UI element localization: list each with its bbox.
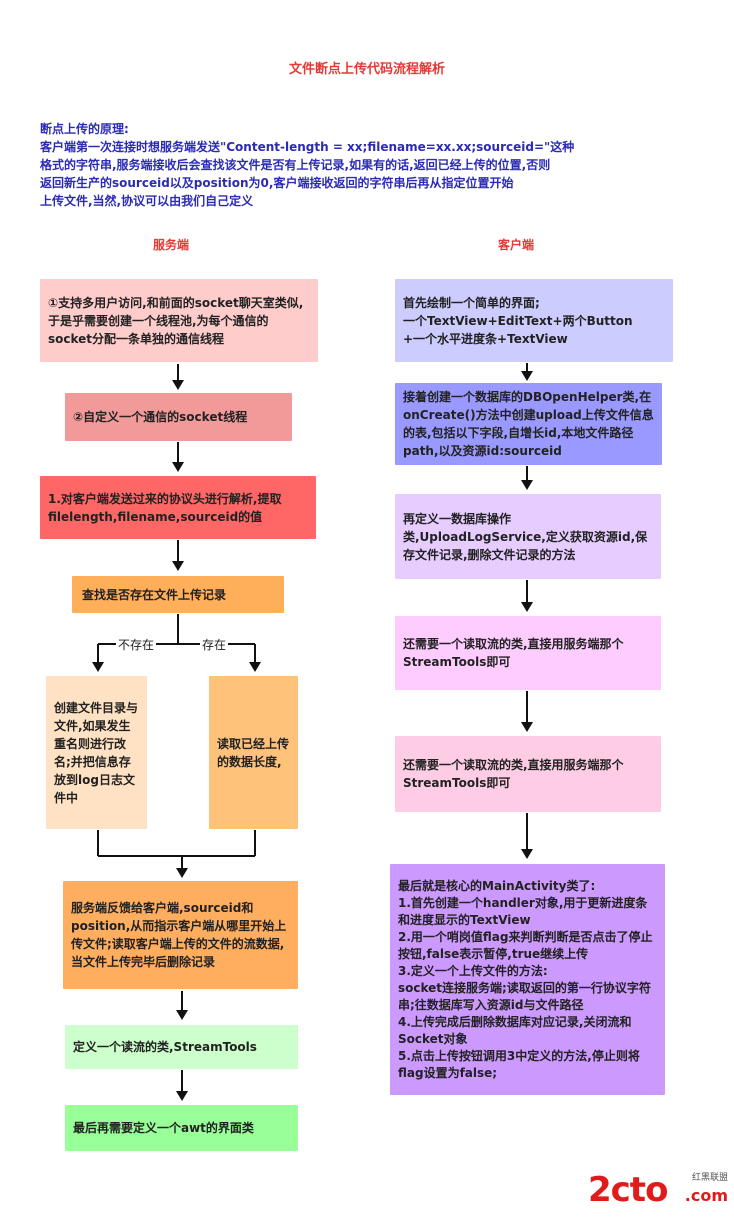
client-step-streamtools-2: 还需要一个读取流的类,直接用服务端那个StreamTools即可 <box>395 736 661 812</box>
server-step-find-record: 查找是否存在文件上传记录 <box>72 576 284 613</box>
client-step-ui: 首先绘制一个简单的界面; 一个TextView+EditText+两个Butto… <box>395 279 673 362</box>
client-step-uploadlogservice: 再定义一数据库操作类,UploadLogService,定义获取资源id,保存文… <box>395 494 661 579</box>
client-step-dbopenhelper: 接着创建一个数据库的DBOpenHelper类,在onCreate()方法中创建… <box>395 383 662 465</box>
server-step-streamtools: 定义一个读流的类,StreamTools <box>65 1025 298 1069</box>
intro-line: 返回新生产的sourceid以及position为0,客户端接收返回的字符串后再… <box>40 176 514 190</box>
server-branch-read-length: 读取已经上传的数据长度, <box>209 676 298 829</box>
intro-text: 断点上传的原理: 客户端第一次连接时想服务端发送"Content-length … <box>40 120 640 210</box>
server-branch-create-file: 创建文件目录与文件,如果发生重名则进行改名;并把信息存放到log日志文件中 <box>46 676 147 829</box>
client-heading: 客户端 <box>498 238 535 252</box>
client-step-mainactivity: 最后就是核心的MainActivity类了: 1.首先创建一个handler对象… <box>390 864 665 1095</box>
server-heading: 服务端 <box>153 238 190 252</box>
server-step-awt-ui: 最后再需要定义一个awt的界面类 <box>65 1105 298 1151</box>
server-step-socket-thread: ②自定义一个通信的socket线程 <box>65 393 292 441</box>
site-logo: 2cto 红黑联盟 .com <box>588 1168 728 1214</box>
server-step-parse-header: 1.对客户端发送过来的协议头进行解析,提取filelength,filename… <box>40 476 316 539</box>
branch-label-exists: 存在 <box>200 637 229 653</box>
server-step-feedback: 服务端反馈给客户端,sourceid和position,从而指示客户端从哪里开始… <box>63 881 298 989</box>
intro-heading: 断点上传的原理: <box>40 122 129 136</box>
logo-brand: 2cto <box>588 1170 668 1210</box>
branch-label-not-exists: 不存在 <box>116 637 157 653</box>
intro-line: 上传文件,当然,协议可以由我们自己定义 <box>40 194 254 208</box>
client-step-streamtools-1: 还需要一个读取流的类,直接用服务端那个StreamTools即可 <box>395 616 661 690</box>
intro-line: 客户端第一次连接时想服务端发送"Content-length = xx;file… <box>40 140 575 154</box>
logo-tagline: 红黑联盟 <box>691 1173 728 1183</box>
logo-domain: .com <box>684 1186 728 1205</box>
server-step-thread-pool: ①支持多用户访问,和前面的socket聊天室类似,于是乎需要创建一个线程池,为每… <box>40 279 318 362</box>
intro-line: 格式的字符串,服务端接收后会查找该文件是否有上传记录,如果有的话,返回已经上传的… <box>40 158 551 172</box>
page-title: 文件断点上传代码流程解析 <box>288 62 445 77</box>
